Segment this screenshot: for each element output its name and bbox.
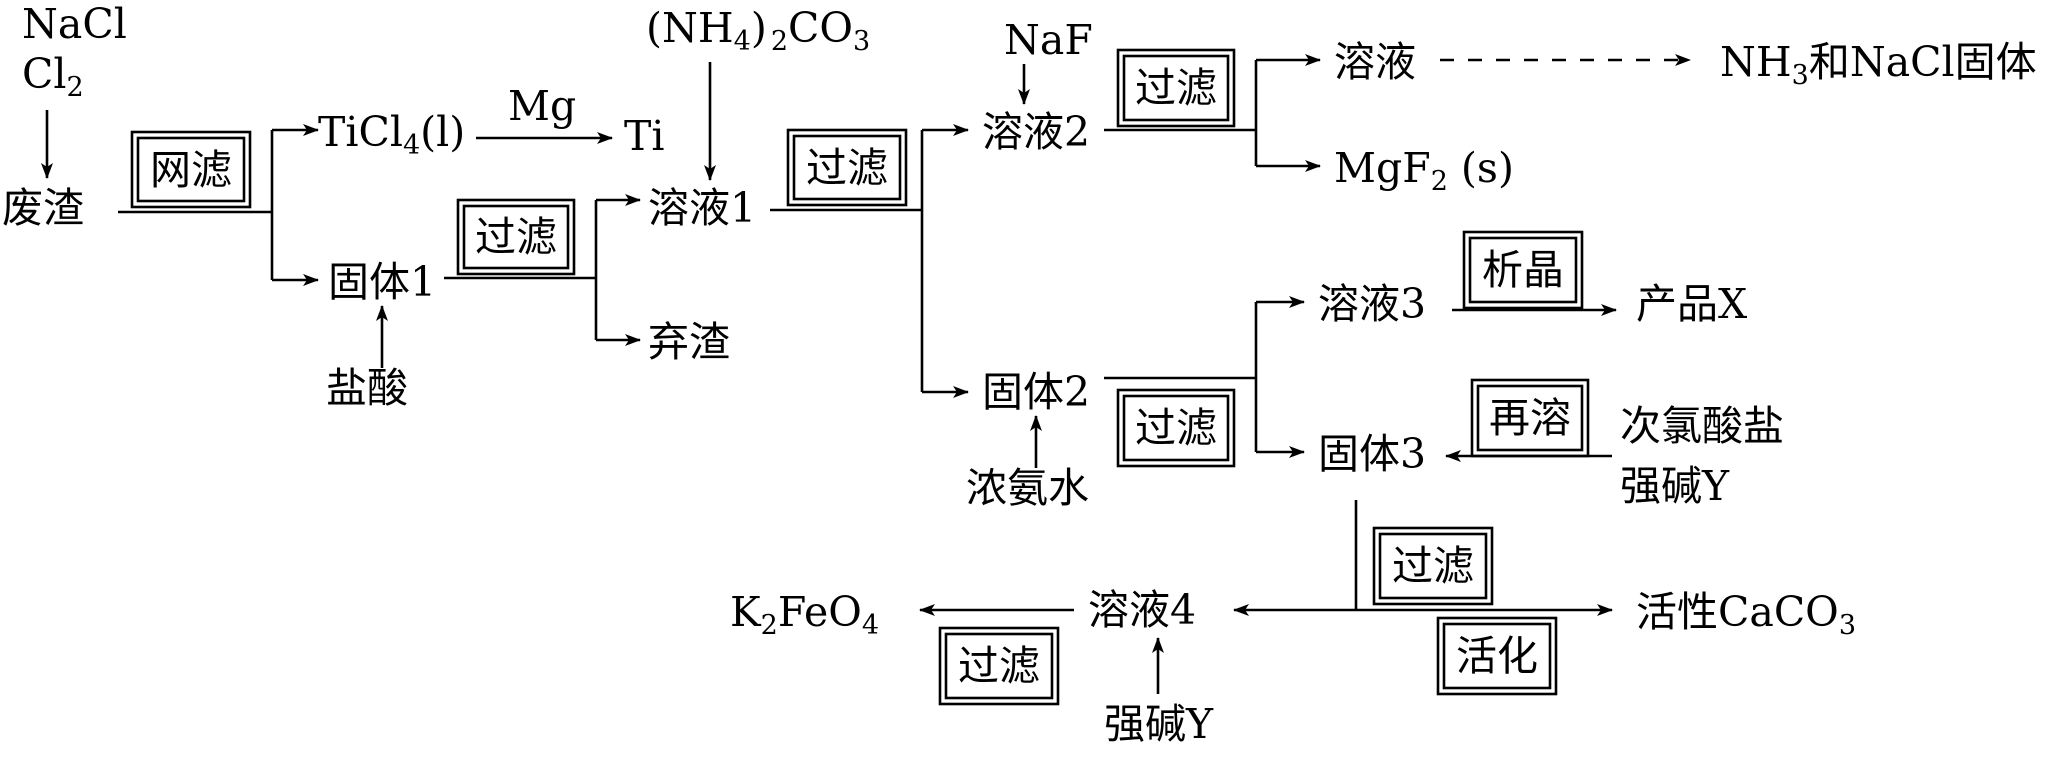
step-crystallize: 析晶 — [1482, 246, 1564, 294]
node-ti: Ti — [624, 112, 664, 160]
node-mgf2: MgF2 (s) — [1334, 144, 1514, 197]
step-filter-1: 过滤 — [475, 213, 557, 261]
step-activate: 活化 — [1456, 632, 1538, 680]
step-filter-2: 过滤 — [806, 144, 888, 192]
step-redissolve: 再溶 — [1489, 394, 1571, 442]
node-solid2: 固体2 — [982, 368, 1090, 416]
step-box-filter-4 — [1122, 394, 1230, 462]
reagent-mg: Mg — [508, 82, 576, 130]
step-box-activate — [1442, 622, 1552, 690]
step-box-net-filter — [136, 136, 246, 203]
node-active-caco3: 活性CaCO3 — [1636, 588, 1856, 641]
step-box-crystallize — [1468, 236, 1578, 304]
node-ticl4: TiCl4(l) — [318, 108, 465, 161]
node-nh3-nacl-solid: NH3和NaCl固体 — [1720, 38, 2037, 91]
step-filter-6: 过滤 — [958, 642, 1040, 690]
step-box-filter-1 — [462, 204, 570, 270]
step-box-filter-2 — [792, 134, 902, 201]
node-solid3: 固体3 — [1318, 430, 1426, 478]
node-solution2: 溶液2 — [982, 108, 1090, 156]
reagent-strong-base-y-2: 强碱Y — [1104, 700, 1214, 748]
reagent-hypochlorite: 次氯酸盐 — [1620, 402, 1784, 450]
reagent-ammonium-carbonate: (NH4)2CO3 — [646, 4, 870, 57]
node-waste-residue: 废渣 — [2, 184, 84, 232]
reagent-hcl: 盐酸 — [326, 364, 408, 412]
step-box-filter-3 — [1122, 54, 1230, 122]
node-solution1: 溶液1 — [648, 184, 756, 232]
step-box-filter-6 — [944, 632, 1054, 700]
step-net-filter: 网滤 — [150, 146, 232, 194]
node-solution4: 溶液4 — [1088, 586, 1196, 634]
step-filter-3: 过滤 — [1135, 64, 1217, 112]
node-solution3: 溶液3 — [1318, 280, 1426, 328]
node-solution: 溶液 — [1334, 38, 1416, 86]
reagent-conc-ammonia: 浓氨水 — [966, 464, 1089, 512]
step-filter-5: 过滤 — [1392, 542, 1474, 590]
node-k2feo4: K2FeO4 — [730, 588, 879, 641]
node-solid1: 固体1 — [328, 258, 436, 306]
reagent-cl2: Cl2 — [22, 50, 84, 103]
step-filter-4: 过滤 — [1135, 404, 1217, 452]
step-box-filter-5 — [1378, 532, 1488, 600]
reagent-naf: NaF — [1004, 16, 1093, 64]
node-product-x: 产品X — [1636, 280, 1747, 328]
step-box-redissolve — [1476, 384, 1584, 452]
reagent-strong-base-y: 强碱Y — [1620, 462, 1730, 510]
node-discard-residue: 弃渣 — [648, 318, 730, 366]
reagent-nacl: NaCl — [22, 0, 127, 48]
